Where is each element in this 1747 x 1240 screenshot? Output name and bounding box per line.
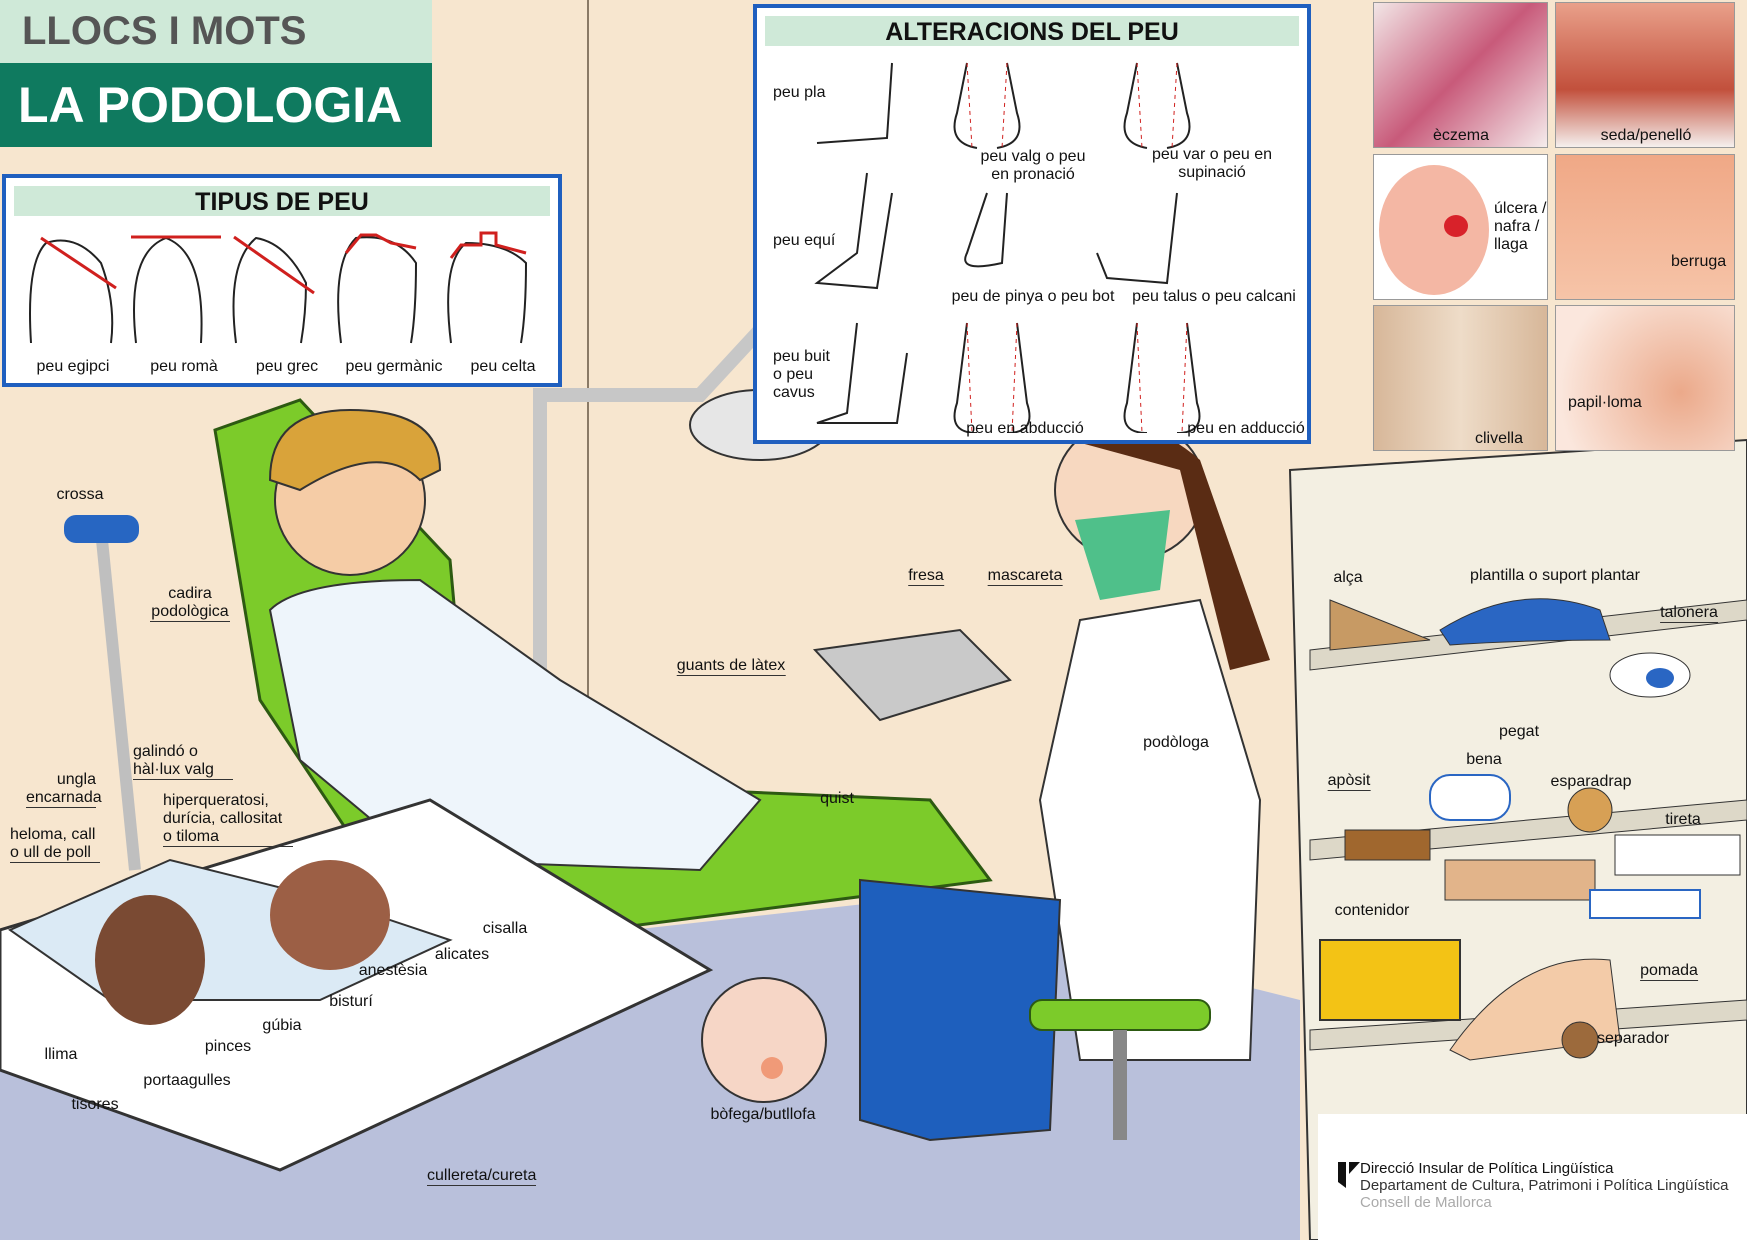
- foot-types-panel: TIPUS DE PEU peu egipci peu romà peu gre…: [2, 174, 562, 387]
- label-pliers: alicates: [434, 946, 490, 963]
- label-insole: plantilla o suport plantar: [1470, 567, 1640, 584]
- mask: [1075, 510, 1170, 600]
- patient: [268, 578, 762, 872]
- foot-type-label: peu romà: [150, 358, 218, 375]
- alterations-drawings: [814, 62, 1201, 433]
- label-nail-clipper: cisalla: [482, 920, 528, 937]
- logo-line-3: Consell de Mallorca: [1360, 1194, 1492, 1211]
- label-scissors: tisores: [71, 1096, 119, 1113]
- label-ointment: pomada: [1640, 962, 1698, 981]
- label-crutch: crossa: [56, 486, 104, 503]
- alteration-label: peu en abducció: [966, 420, 1084, 437]
- label-needle-holder: portaagulles: [143, 1072, 231, 1089]
- alteration-label: peu talus o peu calcani: [1132, 288, 1296, 305]
- label-latex-gloves: guants de làtex: [676, 657, 786, 676]
- label-adhesive-tape: esparadrap: [1550, 773, 1632, 790]
- foot-type-label: peu egipci: [36, 358, 110, 375]
- label-ingrown-nail: ungla encarnada: [26, 771, 102, 808]
- label-toe-separator: separador: [1596, 1030, 1670, 1047]
- photo-papilloma: papil·loma: [1555, 305, 1735, 451]
- alteration-label: peu equí: [773, 232, 836, 249]
- photo-eczema: èczema: [1373, 2, 1548, 148]
- foot-types-drawings: [29, 231, 528, 344]
- crutch: [94, 519, 141, 871]
- label-heel-lift: alça: [1333, 569, 1363, 586]
- label-container: contenidor: [1334, 902, 1410, 919]
- label-anesthesia: anestèsia: [358, 962, 428, 979]
- alteration-label: peu pla: [773, 84, 826, 101]
- logo-line-1: Direcció Insular de Política Lingüística: [1360, 1160, 1614, 1177]
- photo-chilblain: seda/penelló: [1555, 2, 1735, 148]
- label-bandage: bena: [1466, 751, 1502, 768]
- lamp-arm: [533, 325, 766, 670]
- alterations-title: ALTERACIONS DEL PEU: [765, 16, 1299, 46]
- label-tweezers: pinces: [204, 1038, 252, 1055]
- alteration-label: peu en adducció: [1187, 420, 1305, 437]
- publisher-logo-block: Direcció Insular de Política Lingüística…: [1318, 1114, 1747, 1240]
- photo-ulcer: úlcera / nafra / llaga: [1373, 154, 1548, 300]
- label-corn: heloma, call o ull de poll: [10, 826, 100, 863]
- label-gouge: gúbia: [262, 1017, 302, 1034]
- foot-types-title: TIPUS DE PEU: [14, 186, 550, 216]
- label-scalpel: bisturí: [329, 993, 373, 1010]
- logo-line-2: Departament de Cultura, Patrimoni i Polí…: [1360, 1177, 1729, 1194]
- foot-type-label: peu germànic: [345, 358, 443, 375]
- photo-wart: berruga: [1555, 154, 1735, 300]
- label-curette: cullereta/cureta: [427, 1167, 537, 1186]
- label-drill: fresa: [908, 567, 944, 586]
- alteration-label: peu var o peu en supinació: [1151, 146, 1273, 181]
- blister-inset: [701, 977, 827, 1103]
- label-mask: mascareta: [987, 567, 1063, 586]
- foot-type-label: peu celta: [470, 358, 536, 375]
- council-logo-icon: [1338, 1162, 1360, 1188]
- foot-type-label: peu grec: [255, 358, 319, 375]
- label-bunion: galindó o hàl·lux valg: [133, 743, 233, 780]
- label-podiatrist: podòloga: [1143, 734, 1209, 751]
- label-dressing: apòsit: [1327, 772, 1371, 791]
- label-patch: pegat: [1498, 723, 1540, 740]
- instrument-unit: [812, 628, 1012, 722]
- page-title: LA PODOLOGIA: [0, 63, 432, 147]
- label-blister: bòfega/butllofa: [710, 1106, 816, 1123]
- label-file: llima: [44, 1046, 78, 1063]
- label-chair: cadira podològica: [150, 585, 230, 622]
- alteration-label: peu de pinya o peu bot: [951, 288, 1115, 305]
- alterations-panel: ALTERACIONS DEL PEU peu pla peu valg o p…: [753, 4, 1311, 444]
- label-plaster: tireta: [1665, 811, 1701, 828]
- alteration-label: peu buit o peu cavus: [773, 348, 830, 401]
- label-hyperkeratosis: hiperqueratosi, durícia, callositat o ti…: [163, 792, 293, 847]
- photo-crack: clivella: [1373, 305, 1548, 451]
- alteration-label: peu valg o peu en pronació: [980, 148, 1086, 183]
- label-heel-cup: talonera: [1660, 604, 1718, 623]
- label-cyst: quist: [820, 790, 854, 807]
- series-title: LLOCS I MOTS: [0, 0, 432, 63]
